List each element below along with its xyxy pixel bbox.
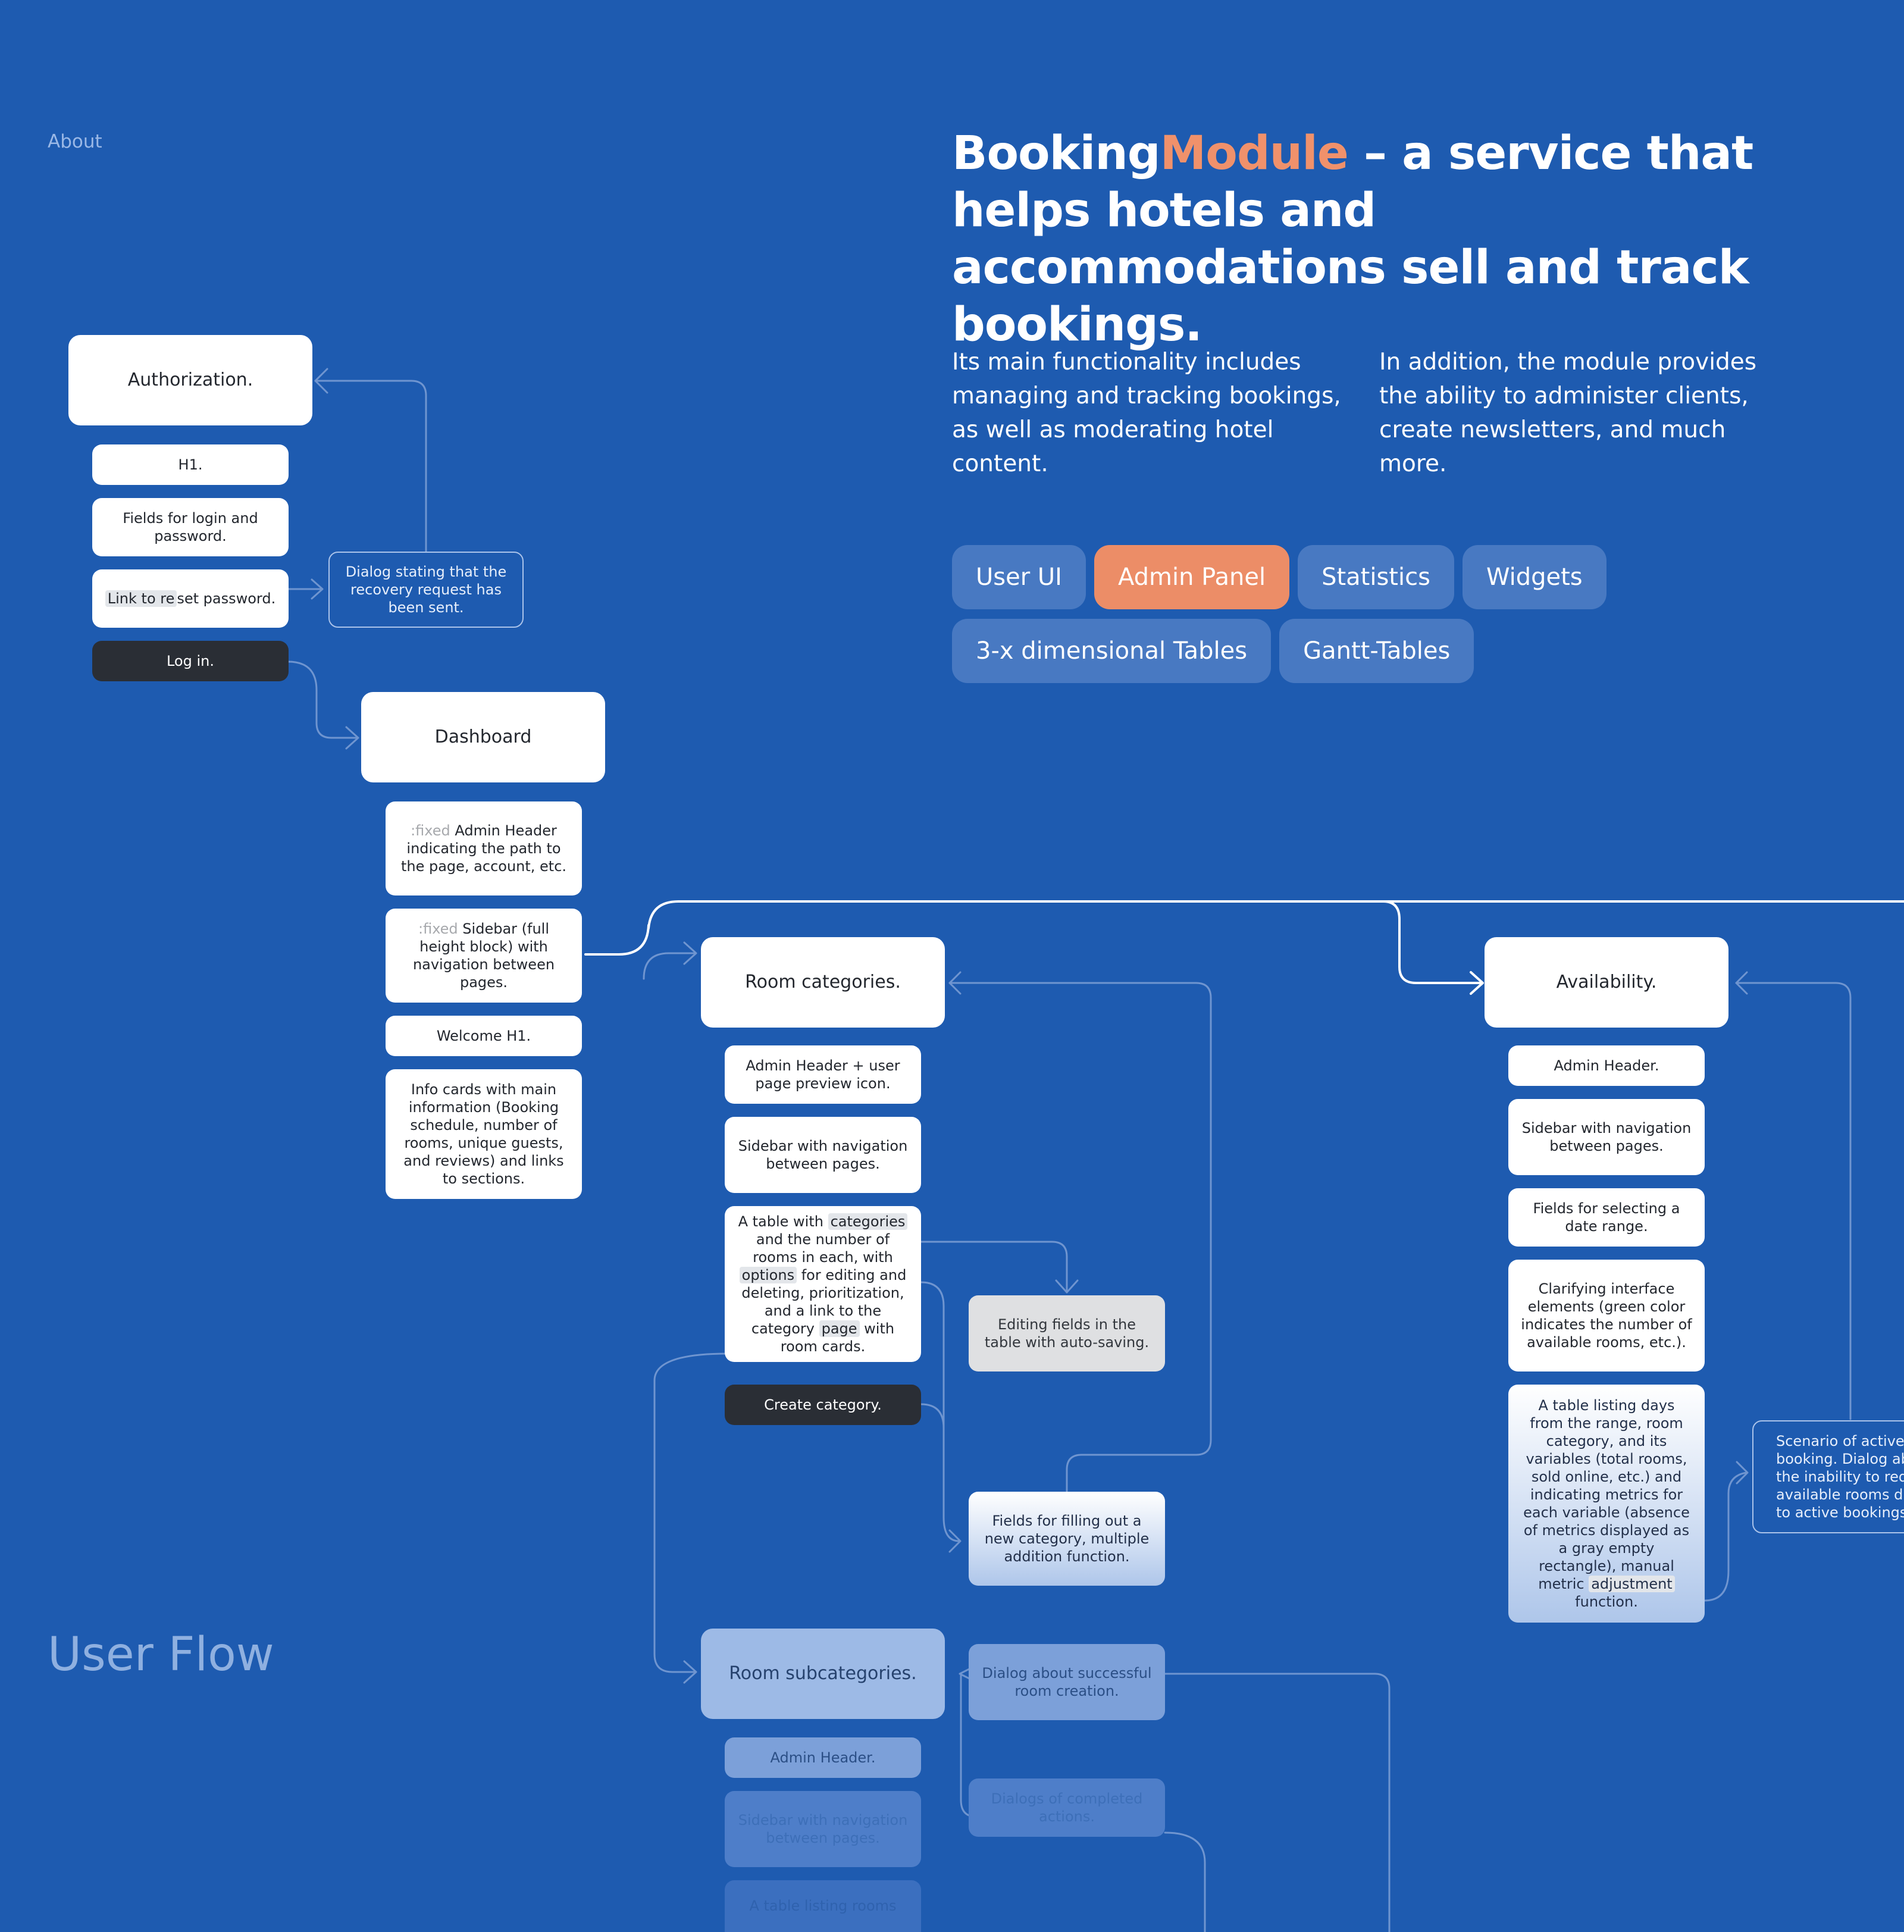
node-sub-header: Admin Header. bbox=[725, 1737, 921, 1778]
brand-booking: Booking bbox=[952, 127, 1161, 180]
node-auth-h1: H1. bbox=[92, 444, 289, 485]
node-avail-clarify: Clarifying interface elements (green col… bbox=[1508, 1260, 1705, 1371]
node-sub-sidebar: Sidebar with navigation between pages. bbox=[725, 1791, 921, 1867]
rooms-table-text: for editing and deleting, prioritization… bbox=[741, 1267, 907, 1337]
node-create-category: Create category. bbox=[725, 1385, 921, 1425]
tab-user-ui[interactable]: User UI bbox=[952, 545, 1086, 609]
node-dashboard: Dashboard bbox=[361, 692, 605, 782]
node-dash-header: :fixed Admin Header indicating the path … bbox=[386, 801, 582, 895]
node-editing-fields: Editing fields in the table with auto-sa… bbox=[969, 1295, 1165, 1371]
hl-categories: categories bbox=[828, 1213, 908, 1230]
node-auth-fields: Fields for login and password. bbox=[92, 498, 289, 556]
intro-main: Its main functionality includes managing… bbox=[952, 349, 1341, 477]
node-avail-sidebar: Sidebar with navigation between pages. bbox=[1508, 1099, 1705, 1175]
tab-gantt-tables[interactable]: Gantt-Tables bbox=[1279, 619, 1474, 683]
section-tabs: User UI Admin Panel Statistics Widgets 3… bbox=[952, 545, 1618, 683]
node-avail-header: Admin Header. bbox=[1508, 1045, 1705, 1086]
rooms-table-text: A table with bbox=[738, 1213, 828, 1230]
reset-link-rest: set password. bbox=[177, 590, 276, 607]
hl-page: page bbox=[819, 1320, 860, 1337]
node-avail-table: A table listing days from the range, roo… bbox=[1508, 1385, 1705, 1623]
node-active-booking-scenario: Scenario of active booking. Dialog about… bbox=[1752, 1420, 1904, 1533]
node-authorization: Authorization. bbox=[68, 335, 312, 425]
dash-header-text: Admin Header indicating the path to the … bbox=[400, 822, 567, 875]
node-dash-sidebar: :fixed Sidebar (full height block) with … bbox=[386, 909, 582, 1003]
node-avail-dates: Fields for selecting a date range. bbox=[1508, 1188, 1705, 1247]
node-sub-dialog: Dialog about successful room creation. bbox=[969, 1644, 1165, 1720]
hero-title: BookingModule – a service that helps hot… bbox=[952, 125, 1785, 353]
tab-statistics[interactable]: Statistics bbox=[1298, 545, 1454, 609]
node-dash-cards: Info cards with main information (Bookin… bbox=[386, 1069, 582, 1199]
user-flow-heading: User Flow bbox=[48, 1628, 274, 1682]
brand-module: Module bbox=[1160, 127, 1349, 180]
fixed-tag: :fixed bbox=[411, 822, 450, 839]
hl-adjustment: adjustment bbox=[1589, 1576, 1675, 1592]
node-auth-dialog: Dialog stating that the recovery request… bbox=[328, 552, 524, 628]
node-room-categories: Room categories. bbox=[701, 937, 945, 1028]
reset-link-text: Link to re bbox=[105, 590, 177, 607]
hl-options: options bbox=[739, 1267, 797, 1283]
avail-table-text: function. bbox=[1575, 1593, 1638, 1610]
node-rooms-header: Admin Header + user page preview icon. bbox=[725, 1045, 921, 1104]
rooms-table-text: and the number of rooms in each, with bbox=[753, 1231, 893, 1266]
node-rooms-sidebar: Sidebar with navigation between pages. bbox=[725, 1117, 921, 1193]
rooms-table-text: with room cards. bbox=[780, 1320, 895, 1355]
node-completed-dialogs: Dialogs of completed actions. bbox=[969, 1778, 1165, 1837]
dash-sidebar-text: Sidebar (full height block) with navigat… bbox=[412, 920, 555, 991]
tab-3d-tables[interactable]: 3-x dimensional Tables bbox=[952, 619, 1272, 683]
node-rooms-table: A table with categories and the number o… bbox=[725, 1206, 921, 1362]
intro-additional: In addition, the module provides the abi… bbox=[1379, 349, 1757, 477]
node-dash-welcome: Welcome H1. bbox=[386, 1016, 582, 1056]
node-availability: Availability. bbox=[1485, 937, 1728, 1028]
node-sub-table: A table listing rooms bbox=[725, 1880, 921, 1932]
hero-text: – a service that helps hotels and accomm… bbox=[952, 127, 1753, 352]
tab-widgets[interactable]: Widgets bbox=[1462, 545, 1606, 609]
tab-admin-panel[interactable]: Admin Panel bbox=[1094, 545, 1290, 609]
fixed-tag: :fixed bbox=[418, 920, 458, 937]
node-auth-login: Log in. bbox=[92, 641, 289, 681]
node-new-category-fields: Fields for filling out a new category, m… bbox=[969, 1492, 1165, 1586]
avail-table-text: A table listing days from the range, roo… bbox=[1523, 1397, 1690, 1592]
about-label: About bbox=[48, 131, 102, 152]
node-room-subcategories: Room subcategories. bbox=[701, 1629, 945, 1719]
